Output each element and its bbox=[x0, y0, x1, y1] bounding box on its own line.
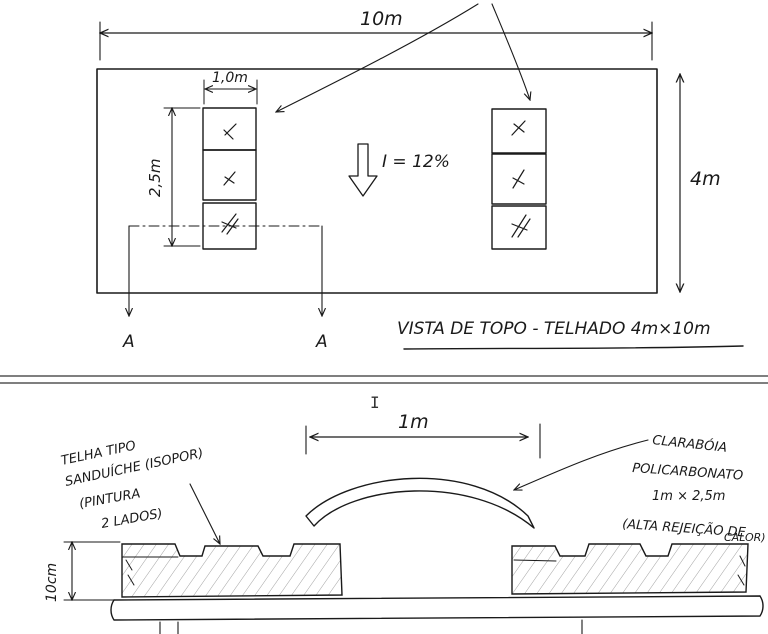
panel-width-label: 1,0m bbox=[212, 70, 248, 86]
width-label: 10m bbox=[360, 8, 403, 30]
section-mark-right: A bbox=[315, 332, 328, 352]
sandwich-tile-left bbox=[121, 543, 343, 598]
skylight-note-leader bbox=[514, 439, 649, 490]
leader-arrow-right bbox=[491, 3, 530, 100]
thickness-label: 10cm bbox=[44, 563, 60, 602]
slope-label: I = 12% bbox=[382, 152, 450, 172]
section-mark-left: A bbox=[122, 332, 135, 352]
skylight-note-line-1: CLARABÓIA bbox=[652, 432, 728, 456]
roof-outline bbox=[96, 68, 658, 294]
tile-note-leader bbox=[189, 483, 220, 544]
skylight-group-left bbox=[202, 107, 257, 250]
span-label: 1m bbox=[398, 411, 429, 433]
tile-note-line-3: (PINTURA bbox=[78, 486, 142, 512]
leader-arrow-left bbox=[276, 3, 479, 112]
skylight-note-line-2: POLICARBONATO bbox=[632, 461, 744, 484]
top-view-caption: VISTA DE TOPO - TELHADO 4m×10m bbox=[397, 319, 711, 339]
text-cursor: I bbox=[370, 393, 380, 412]
caption-underline bbox=[403, 345, 744, 350]
skylight-note-line-5: CALOR) bbox=[724, 531, 766, 544]
purlin-beam bbox=[110, 595, 764, 621]
tile-note-line-4: 2 LADOS) bbox=[100, 506, 164, 532]
skylight-arc bbox=[305, 477, 535, 529]
skylight-note-line-3: 1m × 2,5m bbox=[652, 489, 725, 504]
section-view: 1m 10cm TELHA TIPO SANDUÍCHE (ISOPOR) (P… bbox=[44, 411, 766, 634]
height-label: 4m bbox=[690, 168, 721, 190]
panel-length-label: 2,5m bbox=[146, 159, 164, 197]
sandwich-tile-right bbox=[511, 543, 749, 595]
skylight-group-right bbox=[491, 108, 547, 250]
top-view: 10m 4m 1,0m 2,5m bbox=[96, 3, 744, 352]
slope-arrow bbox=[348, 143, 378, 197]
